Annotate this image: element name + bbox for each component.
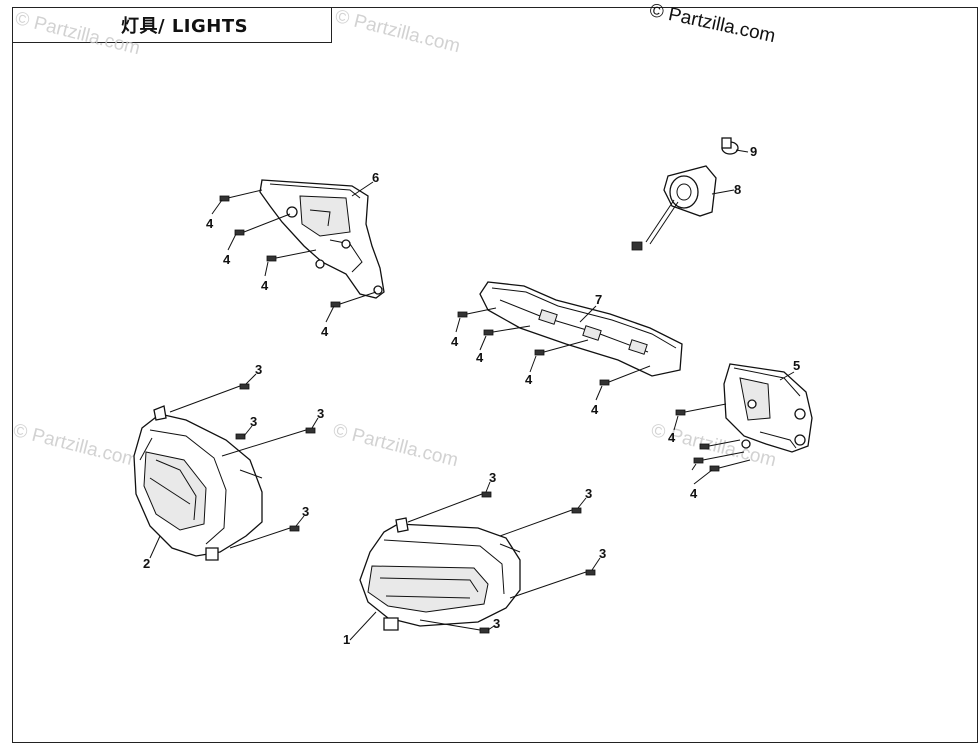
diagram-border (12, 7, 978, 743)
screws-part-7 (457, 307, 651, 386)
callout-3: 3 (599, 546, 606, 561)
callout-labels: 6 4 4 4 4 8 9 7 4 4 4 4 5 4 4 3 3 3 3 2 … (143, 144, 800, 647)
screws-part-2 (169, 383, 316, 549)
callout-4: 4 (321, 324, 329, 339)
screws-part-1 (407, 491, 596, 634)
screws-part-6 (219, 189, 377, 308)
callout-4: 4 (476, 350, 484, 365)
callout-4: 4 (690, 486, 698, 501)
screws-part-5 (675, 403, 751, 472)
callout-4: 4 (525, 372, 533, 387)
callout-7: 7 (595, 292, 602, 307)
part-6-left-light-bracket (259, 179, 385, 299)
callout-3: 3 (250, 414, 257, 429)
part-7-crossbar-bracket (479, 281, 683, 377)
callout-3: 3 (255, 362, 262, 377)
callout-3: 3 (585, 486, 592, 501)
callout-3: 3 (317, 406, 324, 421)
callout-4: 4 (223, 252, 231, 267)
callout-8: 8 (734, 182, 741, 197)
callout-6: 6 (372, 170, 379, 185)
callout-3: 3 (489, 470, 496, 485)
callout-2: 2 (143, 556, 150, 571)
callout-4: 4 (668, 430, 676, 445)
title-box: 灯具/ LIGHTS (12, 7, 332, 43)
callout-3: 3 (493, 616, 500, 631)
callout-4: 4 (206, 216, 214, 231)
diagram-title: 灯具/ LIGHTS (121, 16, 249, 37)
part-5-right-light-bracket (723, 363, 813, 453)
part-1-right-headlight (359, 517, 521, 631)
callout-5: 5 (793, 358, 800, 373)
callout-4: 4 (261, 278, 269, 293)
part-2-left-headlight (133, 405, 263, 561)
callout-9: 9 (750, 144, 757, 159)
callout-4: 4 (591, 402, 599, 417)
part-8-bulb-socket (631, 165, 717, 251)
callout-4: 4 (451, 334, 459, 349)
callout-1: 1 (343, 632, 350, 647)
leader-lines (149, 149, 795, 641)
callout-3: 3 (302, 504, 309, 519)
part-9-bulb (721, 137, 739, 155)
